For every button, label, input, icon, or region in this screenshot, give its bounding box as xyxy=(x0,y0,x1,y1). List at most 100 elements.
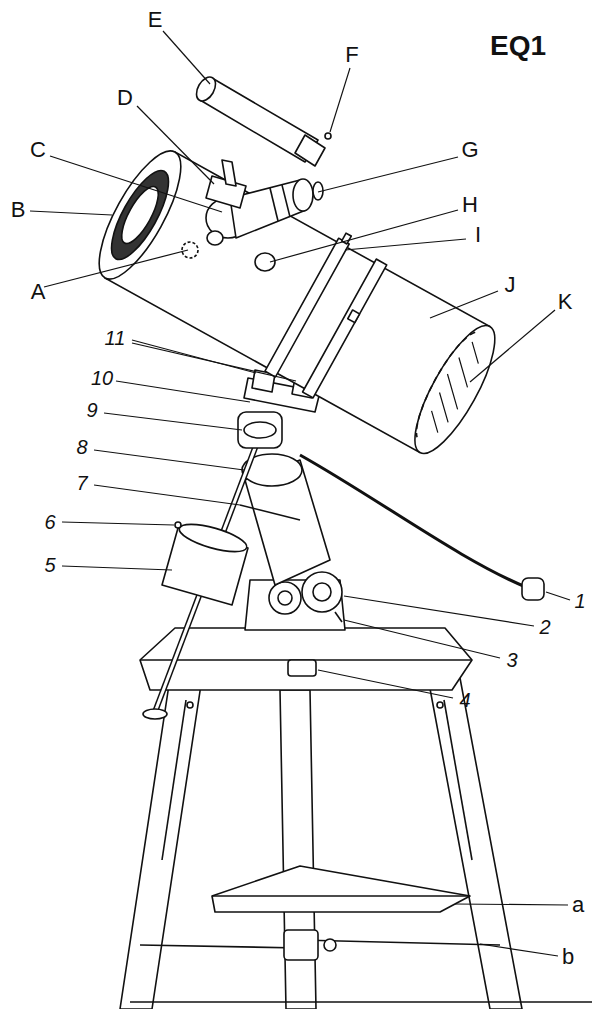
leader-line xyxy=(344,620,500,658)
altitude-bolt xyxy=(269,582,301,614)
leader-line xyxy=(116,381,250,402)
shaft-end-knob xyxy=(143,709,167,719)
counterweight-shaft xyxy=(155,440,258,712)
callout-letter: E xyxy=(148,9,163,31)
dec-setting-circle xyxy=(244,422,276,438)
latitude-bolt xyxy=(335,612,342,622)
leader-line xyxy=(270,210,458,262)
tripod-head xyxy=(140,628,472,690)
latitude-knob xyxy=(302,572,342,612)
leader-line xyxy=(94,485,240,505)
callout-number: 8 xyxy=(76,437,87,457)
tray-edge xyxy=(212,895,470,897)
eq-mount xyxy=(143,370,544,719)
tripod-leg xyxy=(120,678,202,1009)
callout-letter: K xyxy=(558,291,573,313)
leader-line xyxy=(430,291,498,318)
leader-line xyxy=(480,944,558,956)
callout-letter: F xyxy=(345,44,358,66)
spreader-arm xyxy=(140,945,300,948)
callout-number: 2 xyxy=(539,617,550,637)
callout-letter: H xyxy=(462,194,478,216)
callout-number: 3 xyxy=(506,650,517,670)
tube-back xyxy=(401,316,509,463)
leader-line xyxy=(163,31,210,84)
callout-letter: a xyxy=(572,894,584,916)
callout-letter: J xyxy=(505,274,516,296)
finder-screw xyxy=(325,133,331,139)
leg-bolt xyxy=(437,702,443,708)
slow-motion-knob xyxy=(522,578,544,600)
leader-line xyxy=(104,413,242,430)
focuser xyxy=(182,179,323,271)
aperture-ring xyxy=(101,163,179,267)
diagram-title: EQ1 xyxy=(490,32,546,60)
callout-letter: B xyxy=(11,199,26,221)
leader-line xyxy=(330,68,350,132)
tube-ring xyxy=(303,259,387,398)
spider-screw xyxy=(182,242,198,258)
leader-line xyxy=(546,592,570,600)
accessory-tray xyxy=(212,866,470,912)
ring-screw xyxy=(348,310,360,323)
leg-bolt xyxy=(187,702,193,708)
leg-groove xyxy=(162,700,186,860)
callout-letter: A xyxy=(31,281,46,303)
altitude-bolt xyxy=(278,591,292,605)
leg-groove xyxy=(444,700,472,860)
callout-number: 10 xyxy=(91,368,113,388)
counterweight-top xyxy=(177,519,250,558)
leader-line xyxy=(62,522,174,525)
latitude-knob xyxy=(313,583,331,601)
slow-motion-cable xyxy=(300,455,528,588)
callout-letter: I xyxy=(475,224,481,246)
leader-line xyxy=(62,566,172,570)
callout-number: 9 xyxy=(86,400,97,420)
leader-line xyxy=(137,106,214,184)
eyepiece xyxy=(293,179,313,211)
leader-line xyxy=(94,450,244,470)
callout-number: 1 xyxy=(574,591,585,611)
callout-number: 4 xyxy=(459,690,470,710)
callout-number: 7 xyxy=(76,473,87,493)
spreader-hub xyxy=(284,930,318,960)
counterweight-screw xyxy=(175,522,181,528)
finder-eyepiece xyxy=(295,135,325,166)
frame-line xyxy=(130,1001,592,1003)
leader-line xyxy=(318,157,458,192)
finderscope xyxy=(193,74,331,208)
primary-mirror xyxy=(407,326,476,437)
eyepiece-knurl xyxy=(270,188,278,221)
dec-housing xyxy=(238,412,282,448)
callout-letter: D xyxy=(117,87,133,109)
leader-lines xyxy=(30,31,570,956)
focus-knob xyxy=(207,231,223,245)
leader-line xyxy=(44,250,188,287)
dust-cap xyxy=(115,182,165,249)
tripod-leg xyxy=(280,690,316,1009)
callout-letter: b xyxy=(562,946,574,968)
callout-letter: C xyxy=(30,139,46,161)
clamp-knob xyxy=(288,660,316,676)
callout-number: 5 xyxy=(44,555,55,575)
leader-line xyxy=(132,340,256,373)
counterweight-shaft xyxy=(155,440,258,712)
ra-cable xyxy=(240,505,300,520)
callout-number: 6 xyxy=(44,512,55,532)
leader-line xyxy=(50,156,222,212)
eyepiece-knurl xyxy=(282,185,290,217)
leader-line xyxy=(455,904,568,905)
tripod-leg xyxy=(428,678,522,1009)
callout-letter: G xyxy=(461,139,478,161)
tripod xyxy=(120,628,592,1009)
finder-bracket xyxy=(222,160,236,186)
finder-objective xyxy=(193,74,220,105)
optical-tube xyxy=(82,130,515,467)
leader-line xyxy=(345,239,466,250)
leader-line xyxy=(318,670,453,698)
leader-line xyxy=(470,310,555,382)
callout-number: 11 xyxy=(105,328,126,348)
leader-line xyxy=(30,211,112,215)
